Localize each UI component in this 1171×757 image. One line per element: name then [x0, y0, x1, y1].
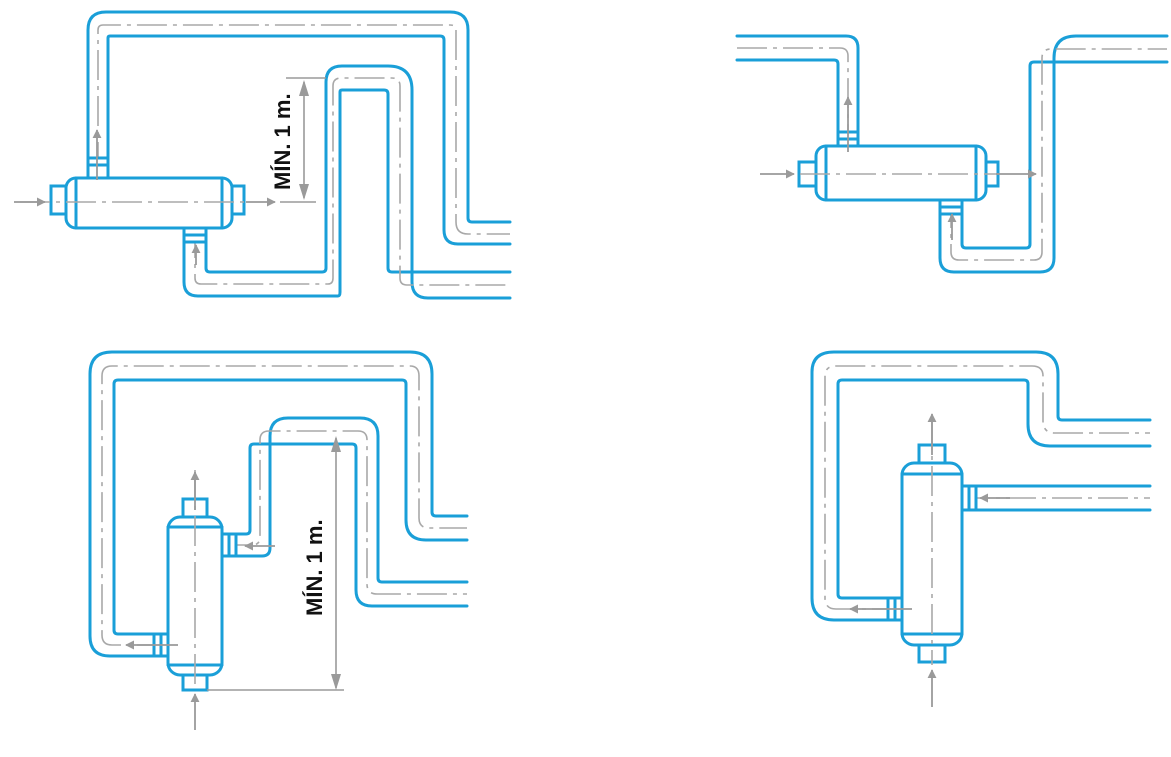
dimension-arrow-down-icon	[299, 184, 309, 200]
pipe-return-inner	[204, 64, 512, 300]
heater-body	[900, 461, 964, 647]
pipe-rise-inner	[218, 442, 469, 608]
pipe-return-centerline	[950, 48, 1167, 261]
pipe-upper-loop-outer	[86, 10, 512, 224]
dimension-arrow-up-icon	[299, 80, 309, 96]
pipe-loop-inner	[836, 378, 1152, 600]
pipe-return-outer	[182, 88, 512, 298]
pipe-upper-loop-inner	[112, 378, 469, 636]
pipe-return-inner	[960, 60, 1169, 250]
pipe-upper-loop-centerline	[97, 24, 510, 235]
pipe-upper-loop-outer	[88, 350, 469, 658]
min-height-label: MÍN. 1 m.	[270, 93, 295, 190]
pipe-return-centerline	[194, 77, 510, 286]
pipe-upper-loop-centerline	[101, 365, 467, 646]
dimension-arrow-up-icon	[331, 436, 341, 452]
heater-body	[64, 176, 234, 230]
pipe-rise-outer	[218, 416, 469, 584]
pipe-loop-outer	[810, 350, 1152, 622]
pipe-loop-centerline	[824, 365, 1150, 610]
min-height-label: MÍN. 1 m.	[302, 519, 327, 616]
heater-outlet-nozzle	[230, 184, 246, 216]
diagram-horizontal-no-rise	[735, 34, 1169, 274]
dimension-arrow-down-icon	[331, 674, 341, 690]
heater-body	[814, 144, 988, 202]
pipe-outlet-inner	[735, 58, 840, 134]
heater-top-port	[86, 156, 110, 180]
pipe-outlet-centerline	[737, 47, 849, 130]
diagram-vertical-no-rise	[810, 350, 1152, 707]
diagram-horizontal-low-return: MÍN. 1 m.	[14, 10, 512, 300]
pipe-upper-loop-inner	[106, 34, 512, 246]
pipe-outlet-outer	[735, 34, 860, 134]
diagram-vertical-low-return: MÍN. 1 m.	[88, 350, 469, 730]
pipe-rise-centerline	[220, 430, 467, 595]
pipe-return-outer	[938, 34, 1169, 274]
